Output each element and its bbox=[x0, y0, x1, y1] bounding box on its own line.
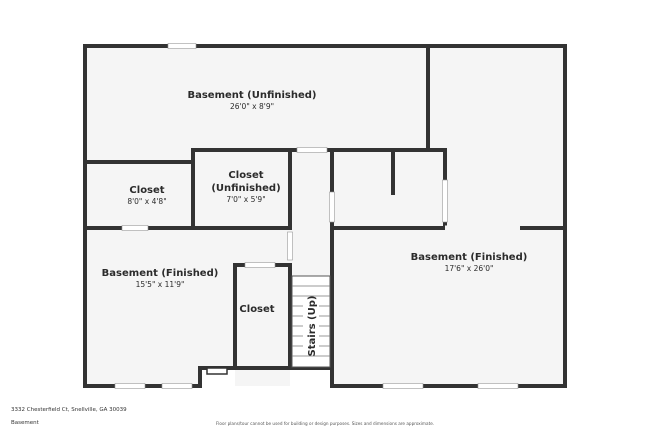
room-name-closet-small: Closet bbox=[239, 304, 274, 315]
door-right-hall bbox=[329, 191, 335, 223]
address-text: 3332 Chesterfield Ct, Snellville, GA 300… bbox=[11, 407, 127, 413]
window-bottom-left-2 bbox=[161, 383, 193, 389]
level-label: Basement bbox=[11, 420, 39, 426]
door-right-area bbox=[442, 179, 448, 223]
room-name-closet-unfinished-1: Closet bbox=[228, 170, 263, 181]
utility-box bbox=[206, 367, 228, 375]
room-dims-closet-left: 8'0" x 4'8" bbox=[127, 197, 166, 206]
door-top-hall bbox=[296, 147, 328, 153]
room-name-basement-finished-right: Basement (Finished) bbox=[411, 252, 528, 263]
window-bottom-right-2 bbox=[477, 383, 519, 389]
room-name-basement-finished-left: Basement (Finished) bbox=[102, 268, 219, 279]
window-bottom-right-1 bbox=[382, 383, 424, 389]
room-dims-basement-unfinished: 26'0" x 8'9" bbox=[230, 102, 274, 111]
room-dims-basement-finished-left: 15'5" x 11'9" bbox=[136, 280, 185, 289]
openings bbox=[114, 43, 520, 389]
opening-right-area bbox=[445, 225, 520, 231]
window-bottom-left-1 bbox=[114, 383, 146, 389]
room-name-basement-unfinished: Basement (Unfinished) bbox=[187, 90, 316, 101]
stairs-label: Stairs (Up) bbox=[307, 296, 318, 357]
room-name-closet-unfinished-2: (Unfinished) bbox=[211, 183, 280, 194]
door-small-closet bbox=[244, 262, 276, 268]
door-closet-unfinished-side bbox=[287, 231, 293, 261]
window-top bbox=[167, 43, 197, 49]
disclaimer-text: Floor plans/tour cannot be used for buil… bbox=[215, 421, 435, 426]
room-dims-basement-finished-right: 17'6" x 26'0" bbox=[445, 264, 494, 273]
door-left-closet bbox=[121, 225, 149, 231]
room-name-closet-left: Closet bbox=[129, 185, 164, 196]
room-dims-closet-unfinished: 7'0" x 5'9" bbox=[226, 195, 265, 204]
